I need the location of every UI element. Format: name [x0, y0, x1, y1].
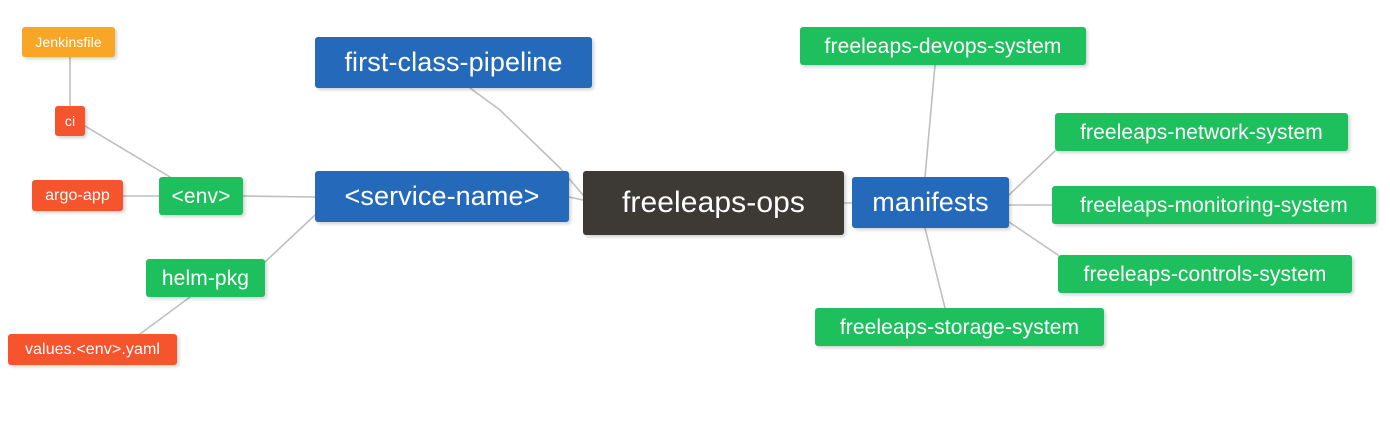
edge-manifests-to-freeleaps-storage-system [924, 227, 946, 309]
edge-service-name-to-env [242, 195, 316, 198]
node-label: values.<env>.yaml [24, 340, 161, 358]
edge-manifests-to-freeleaps-devops-system [924, 64, 936, 178]
mindmap-node-argo-app[interactable]: argo-app [32, 180, 123, 211]
node-label: manifests [872, 187, 989, 217]
mindmap-node-values-env-yaml[interactable]: values.<env>.yaml [8, 334, 177, 365]
mindmap-node-service-name[interactable]: <service-name> [315, 171, 569, 222]
edge-manifests-to-freeleaps-network-system [1008, 150, 1056, 196]
mindmap-node-first-class-pipeline[interactable]: first-class-pipeline [315, 37, 592, 88]
mindmap-node-freeleaps-devops-system[interactable]: freeleaps-devops-system [800, 27, 1086, 65]
mindmap-node-freeleaps-storage-system[interactable]: freeleaps-storage-system [815, 308, 1104, 346]
mindmap-node-manifests[interactable]: manifests [852, 177, 1009, 228]
mindmap-node-freeleaps-network-system[interactable]: freeleaps-network-system [1055, 113, 1348, 151]
mindmap-node-jenkinsfile[interactable]: Jenkinsfile [22, 27, 115, 57]
node-label: freeleaps-devops-system [824, 34, 1062, 58]
node-label: argo-app [45, 186, 110, 204]
node-label: first-class-pipeline [344, 47, 563, 77]
node-label: <service-name> [344, 181, 540, 211]
edge-service-name-to-helm-pkg [264, 214, 316, 263]
mindmap-node-helm-pkg[interactable]: helm-pkg [146, 259, 265, 297]
node-label: freeleaps-controls-system [1083, 262, 1327, 286]
mindmap-node-freeleaps-monitoring-system[interactable]: freeleaps-monitoring-system [1052, 186, 1376, 224]
mindmap-node-freeleaps-controls-system[interactable]: freeleaps-controls-system [1058, 255, 1352, 293]
node-label: freeleaps-monitoring-system [1080, 193, 1348, 217]
node-label: <env> [171, 184, 231, 208]
edge-freeleaps-ops-to-service-name [568, 196, 584, 201]
mindmap-node-freeleaps-ops[interactable]: freeleaps-ops [583, 171, 844, 235]
mindmap-node-env[interactable]: <env> [159, 177, 243, 215]
edge-helm-pkg-to-values-env-yaml [139, 296, 191, 335]
node-label: freeleaps-storage-system [839, 315, 1080, 339]
node-label: ci [64, 113, 76, 129]
edge-manifests-to-freeleaps-controls-system [1008, 221, 1059, 256]
edge-env-to-ci [84, 125, 171, 178]
node-label: freeleaps-ops [621, 186, 806, 219]
node-label: freeleaps-network-system [1080, 120, 1323, 144]
node-label: helm-pkg [161, 266, 250, 290]
mindmap-node-ci[interactable]: ci [55, 106, 85, 136]
node-label: Jenkinsfile [35, 34, 102, 50]
